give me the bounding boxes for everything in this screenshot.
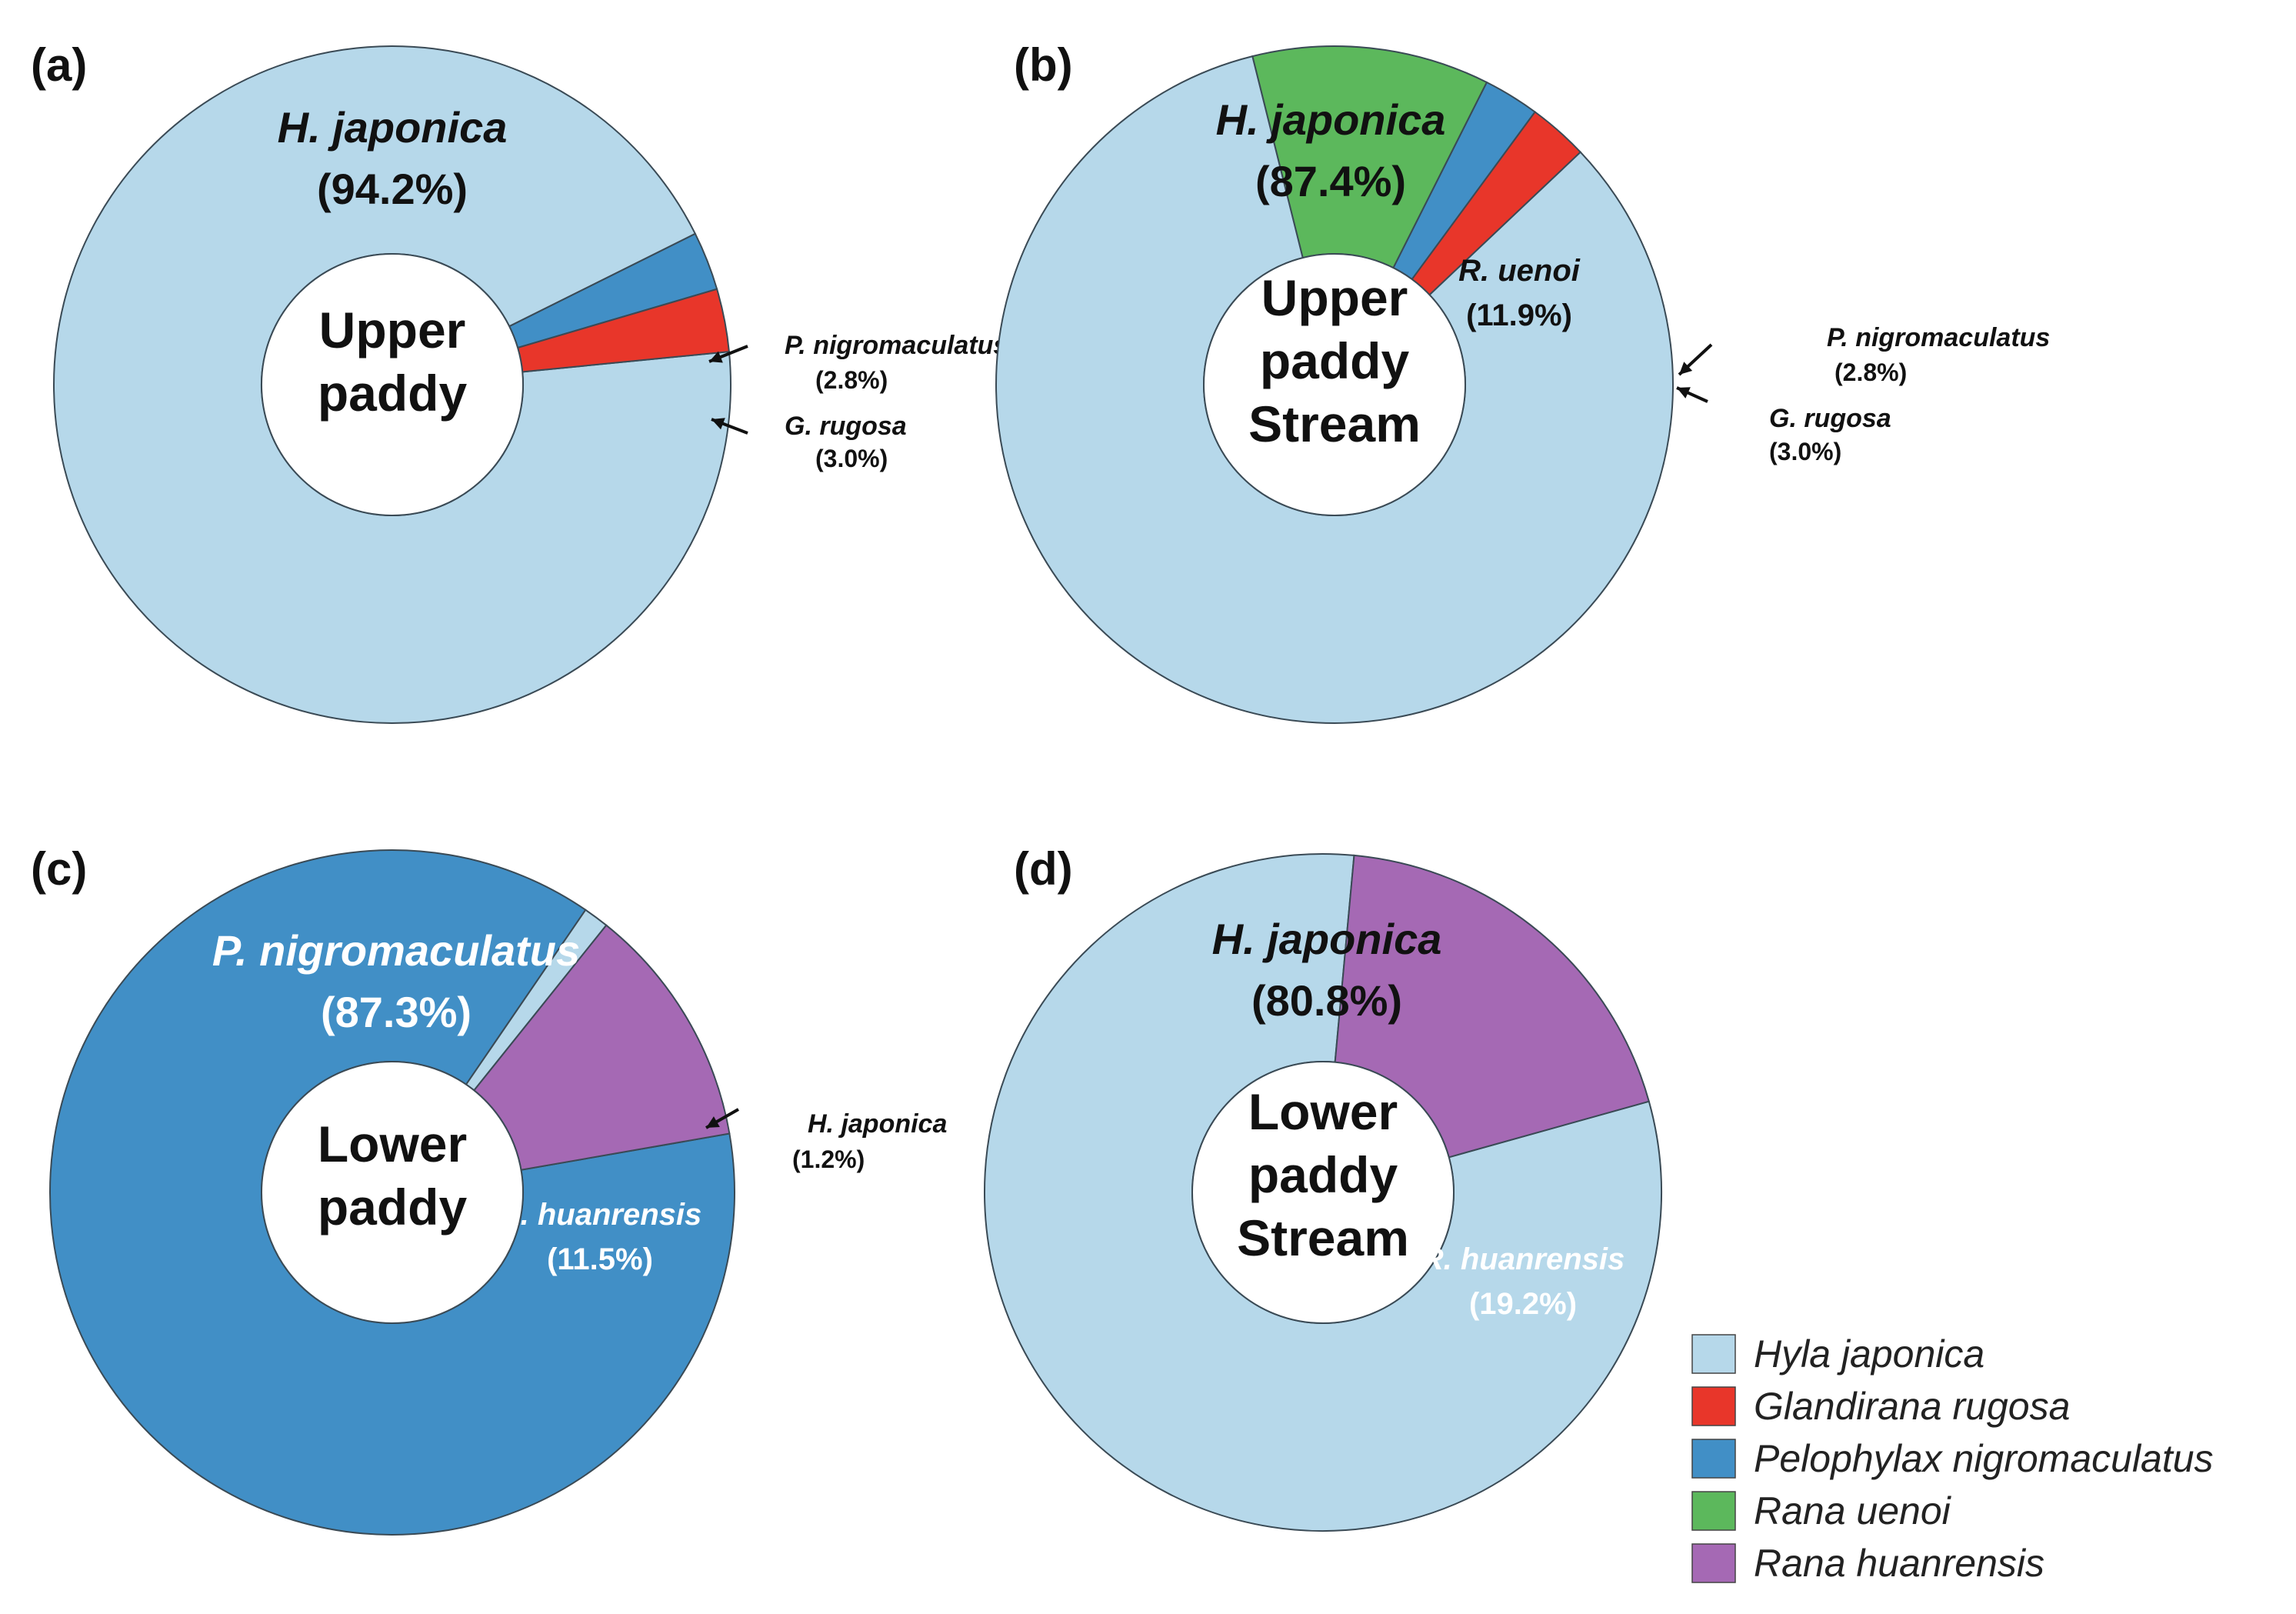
center-label: paddy — [1248, 1146, 1398, 1203]
slice-percent-label: (11.5%) — [547, 1242, 653, 1276]
donut-panel-1: (a) Upper paddy H. japonica (94.2%) P. nigrom… — [31, 39, 1008, 724]
slice-percent-label: (3.0%) — [815, 445, 888, 472]
slice-name-label: H. japonica — [1216, 95, 1446, 144]
slice-name-label: H. japonica — [1212, 915, 1442, 963]
legend-swatch — [1691, 1543, 1736, 1583]
callout-arrow — [1676, 386, 1708, 403]
center-label: Lower — [1248, 1083, 1398, 1140]
legend-label: Rana huanrensis — [1754, 1542, 2044, 1585]
legend-swatch — [1691, 1386, 1736, 1426]
slice-name-label: R. huanrensis — [498, 1198, 702, 1232]
slice-percent-label: (87.3%) — [321, 988, 472, 1036]
slice-percent-label: (3.0%) — [1769, 438, 1841, 465]
slice-percent-label: (87.4%) — [1255, 157, 1406, 205]
donut-panel-3: (c) Lower paddy P. nigromaculatus (87.3%) H. … — [31, 843, 947, 1536]
callout-arrow — [711, 418, 748, 435]
center-label: Upper — [1261, 269, 1408, 326]
slice-name-label: P. nigromaculatus — [212, 926, 580, 975]
slice-name-label: P. nigromaculatus — [785, 331, 1008, 360]
donut-hole — [1191, 1061, 1455, 1324]
panel-letter: (b) — [1014, 39, 1073, 91]
center-label: Lower — [318, 1115, 467, 1172]
center-label: Upper — [319, 302, 466, 358]
center-label: Stream — [1248, 395, 1421, 452]
legend-label: Glandirana rugosa — [1754, 1385, 2070, 1428]
panel-letter: (c) — [31, 843, 87, 895]
legend-label: Hyla japonica — [1754, 1332, 1984, 1376]
donut-hole — [1203, 253, 1466, 516]
slice-name-label: H. japonica — [278, 103, 508, 152]
slice-name-label: H. japonica — [808, 1109, 947, 1139]
center-label: paddy — [318, 1179, 468, 1236]
slice-percent-label: (11.9%) — [1466, 298, 1572, 332]
center-label: Stream — [1237, 1209, 1409, 1266]
slice-percent-label: (94.2%) — [317, 165, 468, 213]
slice-percent-label: (2.8%) — [815, 366, 888, 394]
center-label: paddy — [318, 365, 468, 422]
slice-percent-label: (2.8%) — [1834, 358, 1907, 386]
callout-arrow — [708, 345, 748, 363]
panel-letter: (a) — [31, 39, 87, 91]
callout-arrow — [1678, 343, 1713, 376]
slice-name-label: R. uenoi — [1458, 254, 1581, 288]
panel-letter: (d) — [1014, 843, 1073, 895]
slice-name-label: R. huanrensis — [1421, 1242, 1625, 1276]
donut-hole — [261, 253, 524, 516]
slice-percent-label: (1.2%) — [792, 1145, 865, 1173]
legend-label: Pelophylax nigromaculatus — [1754, 1437, 2214, 1480]
slice-name-label: G. rugosa — [1769, 404, 1891, 433]
slice-name-label: P. nigromaculatus — [1827, 323, 2050, 352]
callout-arrow — [705, 1108, 739, 1129]
legend-swatch — [1691, 1334, 1736, 1374]
legend-label: Rana uenoi — [1754, 1489, 1952, 1532]
slice-percent-label: (19.2%) — [1469, 1287, 1577, 1321]
donut-hole — [261, 1061, 524, 1324]
center-label: paddy — [1260, 332, 1410, 389]
slice-percent-label: (80.8%) — [1251, 976, 1402, 1025]
legend-swatch — [1691, 1491, 1736, 1531]
legend-swatch — [1691, 1439, 1736, 1479]
slice-name-label: G. rugosa — [785, 412, 907, 441]
